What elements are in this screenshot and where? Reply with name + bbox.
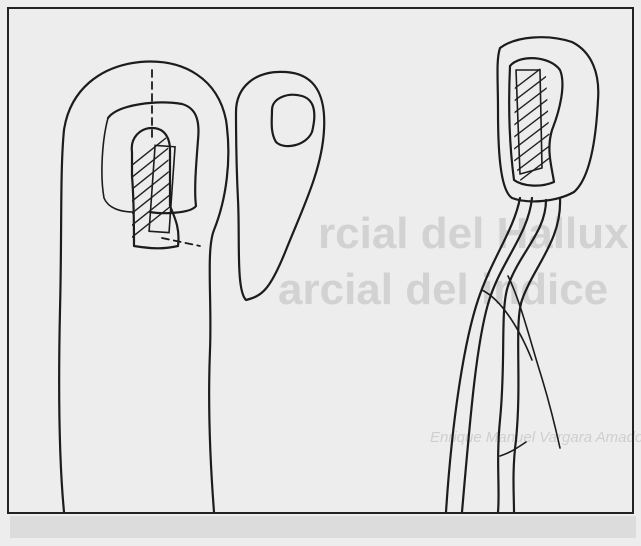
bleed-title-line1: rcial del Hallux xyxy=(318,209,629,258)
flap-bone-border xyxy=(516,70,542,174)
incision-line-lower xyxy=(162,238,200,246)
page-bottom-shadow xyxy=(10,516,636,538)
bleed-title-line2: arcial del indice xyxy=(278,265,608,314)
bleed-through-text: rcial del Hallux arcial del indice Enriq… xyxy=(278,209,641,446)
second-toe-nail xyxy=(272,95,315,146)
bleed-author: Enrique Manuel Vargara Amador xyxy=(430,429,641,446)
flap-return xyxy=(102,118,134,212)
hallux-drawing xyxy=(59,62,228,512)
